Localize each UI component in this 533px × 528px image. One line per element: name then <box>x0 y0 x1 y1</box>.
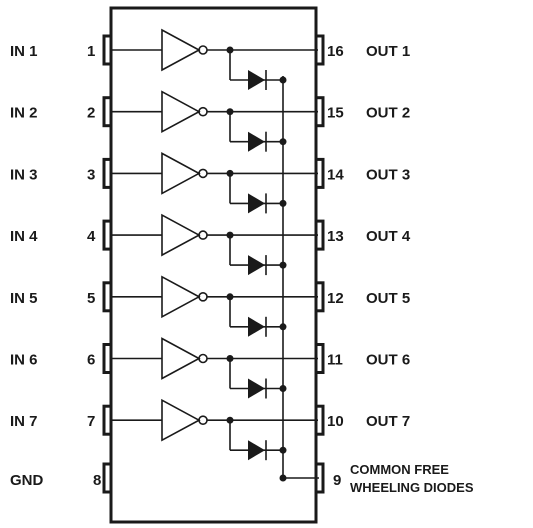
output-label: OUT 4 <box>366 228 411 245</box>
bus-junction-dot <box>279 474 287 482</box>
output-pin-lead <box>314 157 325 189</box>
input-pin-lead <box>102 281 113 313</box>
output-pin-number: 14 <box>327 166 344 183</box>
output-label: OUT 5 <box>366 290 410 307</box>
input-pin-lead <box>102 34 113 66</box>
input-label: IN 3 <box>10 166 38 183</box>
bus-junction-dot <box>279 323 287 331</box>
diode-triangle <box>248 70 265 90</box>
inverter-triangle <box>161 213 201 257</box>
output-pin-number: 13 <box>327 228 344 245</box>
input-pin-lead <box>102 343 113 374</box>
output-pin-number: 10 <box>327 413 344 430</box>
input-pin-lead <box>102 219 113 251</box>
ic-package-body <box>109 6 318 524</box>
input-pin-lead <box>102 157 113 189</box>
gnd-label: GND <box>10 472 44 489</box>
input-pin-number: 1 <box>87 43 95 60</box>
channel-1: IN 1 1 16 OUT 1 <box>10 28 410 90</box>
channel-3: IN 3 3 14 OUT 3 <box>10 152 410 214</box>
bus-junction-dot <box>279 138 287 146</box>
pin-8-gnd: GND 8 <box>10 462 113 494</box>
output-pin-number: 16 <box>327 43 344 60</box>
bus-junction-dot <box>279 261 287 269</box>
common-label-line1: COMMON FREE <box>350 462 449 477</box>
input-label: IN 6 <box>10 352 38 369</box>
output-pin-lead <box>314 404 325 436</box>
common-label-line2: WHEELING DIODES <box>350 480 474 495</box>
diode-triangle <box>248 255 265 276</box>
output-pin-lead <box>314 281 325 313</box>
input-pin-number: 5 <box>87 290 95 307</box>
output-label: OUT 2 <box>366 105 410 122</box>
output-pin-lead <box>314 34 325 66</box>
bus-junction-dot <box>279 385 287 392</box>
output-label: OUT 6 <box>366 352 410 369</box>
diode-triangle <box>248 316 265 337</box>
bus-junction-dot <box>279 199 287 207</box>
input-pin-number: 4 <box>87 228 96 245</box>
output-label: OUT 7 <box>366 413 410 430</box>
output-label: OUT 3 <box>366 166 410 183</box>
diode-triangle <box>248 378 265 399</box>
inverter-triangle <box>161 90 201 134</box>
channel-6: IN 6 6 11 OUT 6 <box>10 337 410 399</box>
pin-8-lead <box>102 462 113 494</box>
inverter-triangle <box>161 398 201 442</box>
inverter-triangle <box>161 275 201 319</box>
inverter-triangle <box>161 28 201 72</box>
inverter-triangle <box>161 152 201 195</box>
output-pin-lead <box>314 96 325 128</box>
input-label: IN 1 <box>10 43 38 60</box>
output-pin-lead <box>314 219 325 251</box>
input-label: IN 4 <box>10 228 38 245</box>
channel-4: IN 4 4 13 OUT 4 <box>10 213 411 276</box>
input-label: IN 7 <box>10 413 38 430</box>
diode-triangle <box>248 131 265 152</box>
diode-triangle <box>248 193 265 214</box>
pin-8-number: 8 <box>93 472 101 489</box>
input-pin-number: 7 <box>87 413 95 430</box>
input-pin-number: 6 <box>87 352 95 369</box>
input-label: IN 5 <box>10 290 38 307</box>
channel-5: IN 5 5 12 OUT 5 <box>10 275 410 337</box>
input-pin-lead <box>102 404 113 436</box>
output-pin-lead <box>314 343 325 374</box>
output-label: OUT 1 <box>366 43 410 60</box>
channel-2: IN 2 2 15 OUT 2 <box>10 90 410 152</box>
input-pin-number: 2 <box>87 105 95 122</box>
input-pin-lead <box>102 96 113 128</box>
channel-7: IN 7 7 10 OUT 7 <box>10 398 410 461</box>
pin-9-common: 9 COMMON FREE WHEELING DIODES <box>314 462 474 495</box>
bus-junction-dot <box>279 76 287 84</box>
input-pin-number: 3 <box>87 166 95 183</box>
inverter-triangle <box>161 337 201 380</box>
output-pin-number: 11 <box>327 352 343 369</box>
output-pin-number: 12 <box>327 290 344 307</box>
output-pin-number: 15 <box>327 105 344 122</box>
pin-9-lead <box>314 462 325 494</box>
bus-junction-dot <box>279 446 287 454</box>
input-label: IN 2 <box>10 105 38 122</box>
diode-triangle <box>248 440 265 461</box>
pin-9-number: 9 <box>333 472 341 489</box>
